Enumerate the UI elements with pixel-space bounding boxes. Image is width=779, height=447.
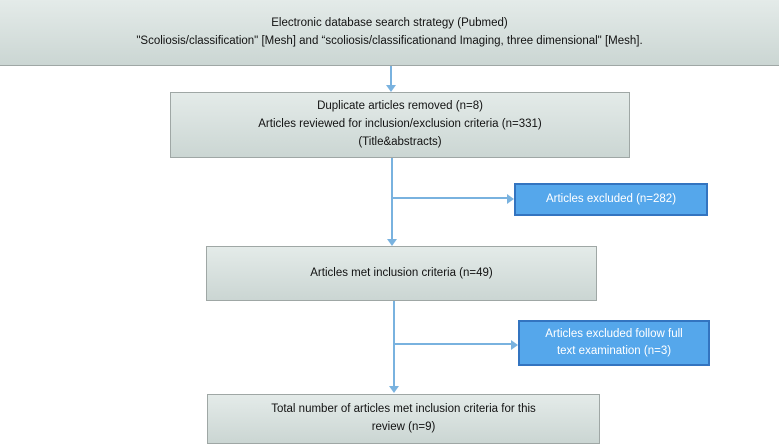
search-strategy-line1: Electronic database search strategy (Pub… — [271, 16, 508, 29]
screening-box: Duplicate articles removed (n=8) Article… — [170, 92, 630, 158]
connector-branch-excluded1 — [391, 197, 507, 199]
connector-screening-to-included — [391, 158, 393, 240]
screening-line2: Articles reviewed for inclusion/exclusio… — [258, 118, 542, 131]
excluded-box-1: Articles excluded (n=282) — [514, 183, 708, 216]
screening-line3: (Title&abstracts) — [358, 135, 442, 148]
arrowhead-down-icon — [389, 386, 399, 393]
arrowhead-down-icon — [387, 239, 397, 246]
search-strategy-box: Electronic database search strategy (Pub… — [0, 0, 779, 66]
excluded2-line2: text examination (n=3) — [556, 345, 672, 357]
search-strategy-line2: "Scoliosis/classification" [Mesh] and “s… — [136, 34, 643, 47]
included-box: Articles met inclusion criteria (n=49) — [206, 246, 597, 301]
excluded2-line1: Articles excluded follow full — [545, 327, 683, 340]
screening-line1: Duplicate articles removed (n=8) — [317, 100, 483, 113]
final-line1: Total number of articles met inclusion c… — [271, 403, 536, 416]
final-box: Total number of articles met inclusion c… — [207, 394, 600, 444]
included-line1: Articles met inclusion criteria (n=49) — [310, 266, 493, 279]
arrowhead-down-icon — [386, 85, 396, 92]
connector-search-to-screening — [390, 66, 392, 87]
arrowhead-right-icon — [511, 340, 518, 350]
final-line2: review (n=9) — [371, 421, 436, 433]
connector-branch-excluded2 — [393, 343, 511, 345]
excluded-box-2: Articles excluded follow full text exami… — [518, 320, 710, 366]
arrowhead-right-icon — [507, 194, 514, 204]
excluded1-line1: Articles excluded (n=282) — [545, 192, 677, 205]
